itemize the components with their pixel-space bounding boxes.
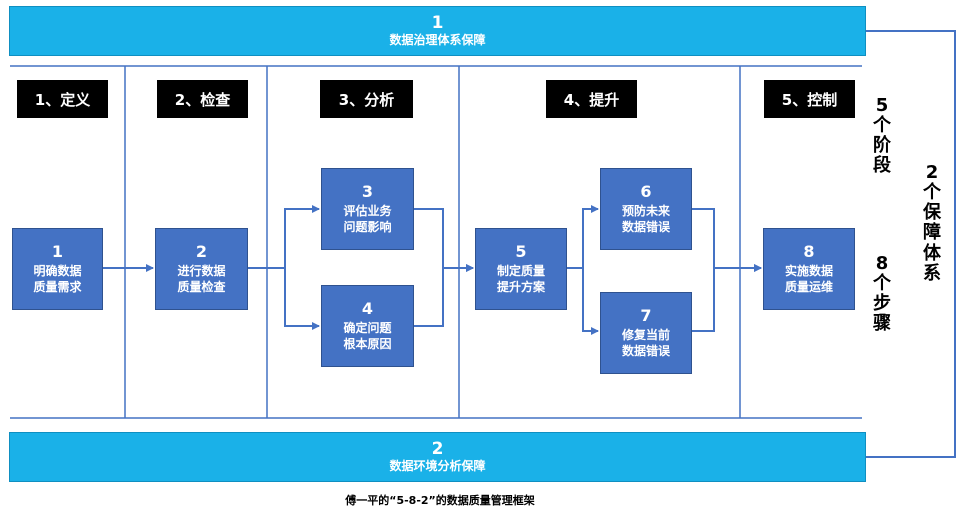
step-3-number: 3: [361, 182, 374, 202]
guarantee-bracket: [866, 30, 956, 458]
step-1-number: 1: [51, 242, 64, 262]
stage-label-check: 2、检查: [157, 80, 248, 118]
eight-steps-label: 8 个 步 骤: [873, 253, 891, 335]
arrow-3-to-5: [414, 208, 474, 272]
stage-label-improve: 4、提升: [546, 80, 637, 118]
step-7: 7 修复当前 数据错误: [600, 292, 692, 374]
bottom-guarantee-number: 2: [431, 439, 444, 460]
arrow-4-to-5: [414, 264, 474, 327]
arrow-5-to-7: [567, 267, 599, 335]
step-6-label: 预防未来 数据错误: [621, 203, 670, 234]
arrow-6-to-8: [692, 208, 762, 272]
arrow-2-to-4: [248, 267, 320, 330]
arrow-5-to-6: [567, 205, 599, 269]
two-guarantees-label: 2 个 保 障 体 系: [923, 162, 941, 284]
five-stages-label: 5 个 阶 段: [873, 95, 891, 177]
step-8-label: 实施数据 质量运维: [784, 263, 833, 294]
bottom-guarantee-label: 数据环境分析保障: [389, 458, 486, 473]
arrow-7-to-8: [692, 264, 762, 332]
step-5-label: 制定质量 提升方案: [496, 263, 545, 294]
step-7-label: 修复当前 数据错误: [621, 327, 670, 358]
bottom-guarantee-bar: 2 数据环境分析保障: [9, 432, 866, 482]
arrow-2-to-3: [248, 205, 320, 269]
step-6: 6 预防未来 数据错误: [600, 168, 692, 250]
step-8: 8 实施数据 质量运维: [763, 228, 855, 310]
step-5-number: 5: [515, 242, 527, 262]
stage-label-define: 1、定义: [17, 80, 108, 118]
step-4-number: 4: [361, 299, 374, 319]
step-2-label: 进行数据 质量检查: [177, 263, 226, 294]
top-guarantee-label: 数据治理体系保障: [389, 32, 486, 47]
top-guarantee-number: 1: [431, 13, 444, 34]
guarantee-bracket-line: [866, 30, 956, 458]
stage-frame: [10, 65, 862, 419]
step-4-label: 确定问题 根本原因: [343, 320, 392, 351]
step-1-label: 明确数据 质量需求: [33, 263, 82, 294]
flow-arrows: [102, 205, 762, 335]
step-2-number: 2: [195, 242, 208, 262]
step-4: 4 确定问题 根本原因: [321, 285, 414, 367]
top-guarantee-bar: 1 数据治理体系保障: [9, 6, 866, 56]
step-5: 5 制定质量 提升方案: [475, 228, 567, 310]
step-3-label: 评估业务 问题影响: [343, 203, 392, 234]
step-8-number: 8: [803, 242, 815, 262]
step-7-number: 7: [640, 306, 652, 326]
step-3: 3 评估业务 问题影响: [321, 168, 414, 250]
stage-label-control: 5、控制: [764, 80, 855, 118]
step-6-number: 6: [640, 182, 652, 202]
figure-caption: 傅一平的“5-8-2”的数据质量管理框架: [345, 494, 535, 507]
step-2: 2 进行数据 质量检查: [155, 228, 248, 310]
stage-label-analyze: 3、分析: [320, 80, 413, 118]
step-1: 1 明确数据 质量需求: [12, 228, 103, 310]
